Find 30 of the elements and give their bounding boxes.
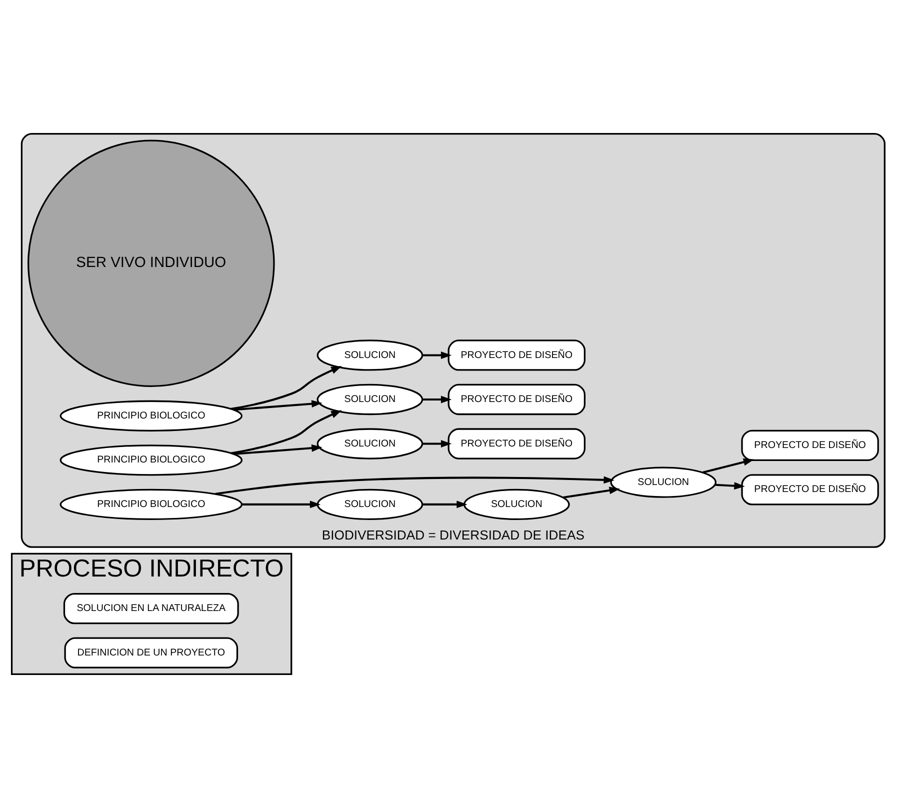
- node-ellipse: PRINCIPIO BIOLOGICO: [60, 444, 243, 476]
- arrow: [234, 444, 322, 455]
- node-ellipse: SOLUCION: [463, 488, 570, 520]
- node-box: PROYECTO DE DISEÑO: [741, 474, 879, 505]
- node-ellipse: PRINCIPIO BIOLOGICO: [60, 488, 243, 520]
- node-ellipse: PRINCIPIO BIOLOGICO: [60, 400, 243, 431]
- node-box: DEFINICION DE UN PROYECTO: [64, 636, 238, 668]
- arrow: [215, 476, 614, 494]
- node-ellipse: SOLUCION: [316, 488, 424, 520]
- node-box: SOLUCION EN LA NATURALEZA: [63, 592, 239, 624]
- arrow: [702, 458, 754, 473]
- arrow: [231, 365, 342, 410]
- node-box: PROYECTO DE DISEÑO: [448, 339, 586, 370]
- node-ellipse: SOLUCION: [610, 466, 717, 498]
- node-box: PROYECTO DE DISEÑO: [448, 428, 586, 459]
- arrow: [715, 482, 745, 490]
- node-ellipse: SOLUCION: [316, 428, 424, 459]
- node-box: PROYECTO DE DISEÑO: [741, 429, 879, 460]
- arrow: [231, 410, 342, 454]
- node-ellipse: SOLUCION: [316, 383, 424, 415]
- arrow: [422, 395, 452, 403]
- arrow: [422, 500, 468, 508]
- arrow: [242, 500, 321, 508]
- node-circle: SER VIVO INDIVIDUO: [28, 139, 275, 387]
- arrow: [422, 440, 452, 447]
- arrow: [562, 486, 620, 498]
- arrow: [422, 350, 452, 358]
- node-ellipse: SOLUCION: [316, 339, 424, 370]
- node-box: PROYECTO DE DISEÑO: [448, 383, 586, 415]
- arrow: [234, 400, 322, 410]
